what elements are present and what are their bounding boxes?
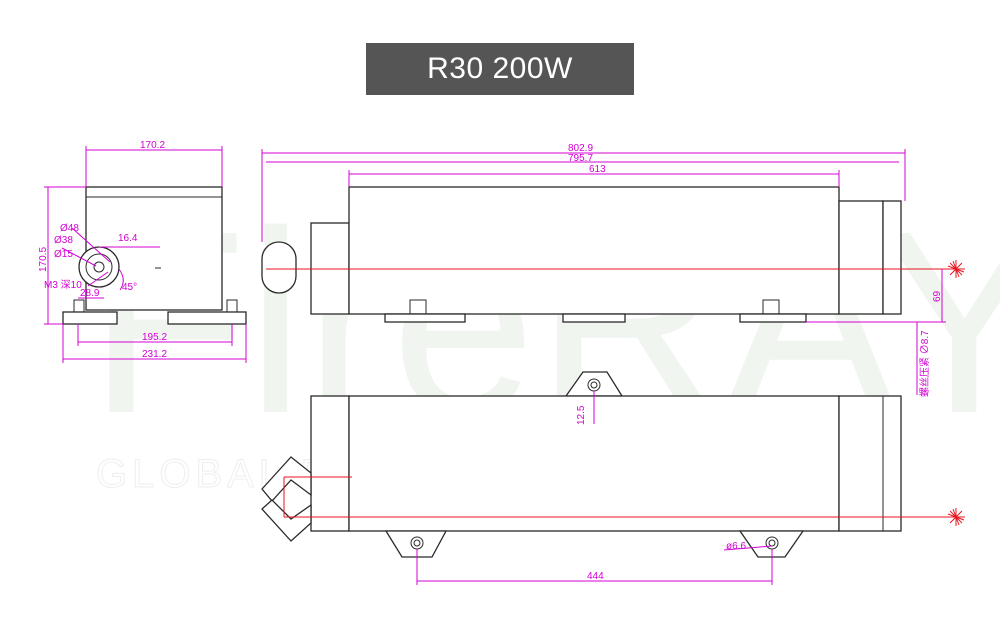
dim-d48: Ø48: [60, 223, 79, 234]
side-view-output-head: [261, 241, 297, 294]
top-view-end-cap: [838, 395, 902, 532]
output-port-inner: [85, 253, 113, 281]
top-view-foot-left: [384, 530, 448, 558]
dim-base-outer: 231.2: [142, 349, 167, 360]
top-view: [261, 371, 948, 558]
dim-d15: Ø15: [54, 249, 73, 260]
output-port-outer: [78, 246, 120, 288]
dim-total-length: 802.9: [568, 143, 593, 154]
dim-foot-height: 12.5: [576, 405, 587, 425]
end-view: [62, 186, 247, 325]
top-view-collar: [310, 395, 350, 532]
top-view-dimensions: 12.5 ø6.6 444: [416, 391, 773, 585]
dim-length-2: 795.7: [568, 153, 593, 164]
dim-side-width: 170.2: [140, 140, 165, 151]
title-text: R30 200W: [427, 52, 573, 85]
output-port-aperture: [93, 261, 105, 273]
dim-beam-height: 69: [932, 290, 943, 302]
top-view-foot-right: [738, 530, 805, 558]
dim-base-inner: 195.2: [142, 332, 167, 343]
side-view-end-plate: [882, 200, 902, 315]
laser-burst-top: [947, 260, 965, 278]
dim-angle-45: 45°: [122, 282, 137, 293]
side-view-foot-3: [739, 313, 807, 323]
dim-m3: M3 深10: [44, 279, 82, 291]
dim-hole-diameter: ø6.6: [726, 541, 746, 552]
dim-d38: Ø38: [54, 235, 73, 246]
dim-28-9: 28.9: [80, 288, 100, 299]
end-view-bolt-right: [226, 299, 238, 313]
side-view-dimensions: 802.9 795.7 613 69 螺丝压紧 ∅8.7: [261, 143, 946, 397]
end-view-foot-right: [167, 311, 247, 325]
end-view-body: [85, 186, 223, 311]
end-view-bolt-left: [73, 299, 85, 313]
side-view-main-body: [348, 186, 840, 315]
side-view-bolt-1: [409, 299, 427, 315]
dim-body-length: 613: [589, 164, 606, 175]
dim-side-height: 170.5: [38, 247, 49, 272]
laser-burst-bottom: [947, 508, 965, 526]
side-view-foot-2: [562, 313, 626, 323]
dim-hole-spacing: 444: [587, 571, 604, 582]
side-view-bolt-3: [762, 299, 780, 315]
title-banner: R30 200W: [366, 43, 634, 95]
dim-note-vertical: 螺丝压紧 ∅8.7: [919, 330, 931, 397]
end-view-dimensions: 170.2 170.5 16.4 Ø48 Ø38 Ø15 M3 深10 45° …: [38, 140, 247, 363]
side-view-end-cap: [838, 200, 884, 315]
side-view: [261, 186, 948, 323]
side-view-foot-1: [384, 313, 466, 323]
dim-16-4: 16.4: [118, 233, 138, 244]
end-view-foot-left: [62, 311, 118, 325]
top-view-beam-splitter-lower: [261, 499, 312, 542]
